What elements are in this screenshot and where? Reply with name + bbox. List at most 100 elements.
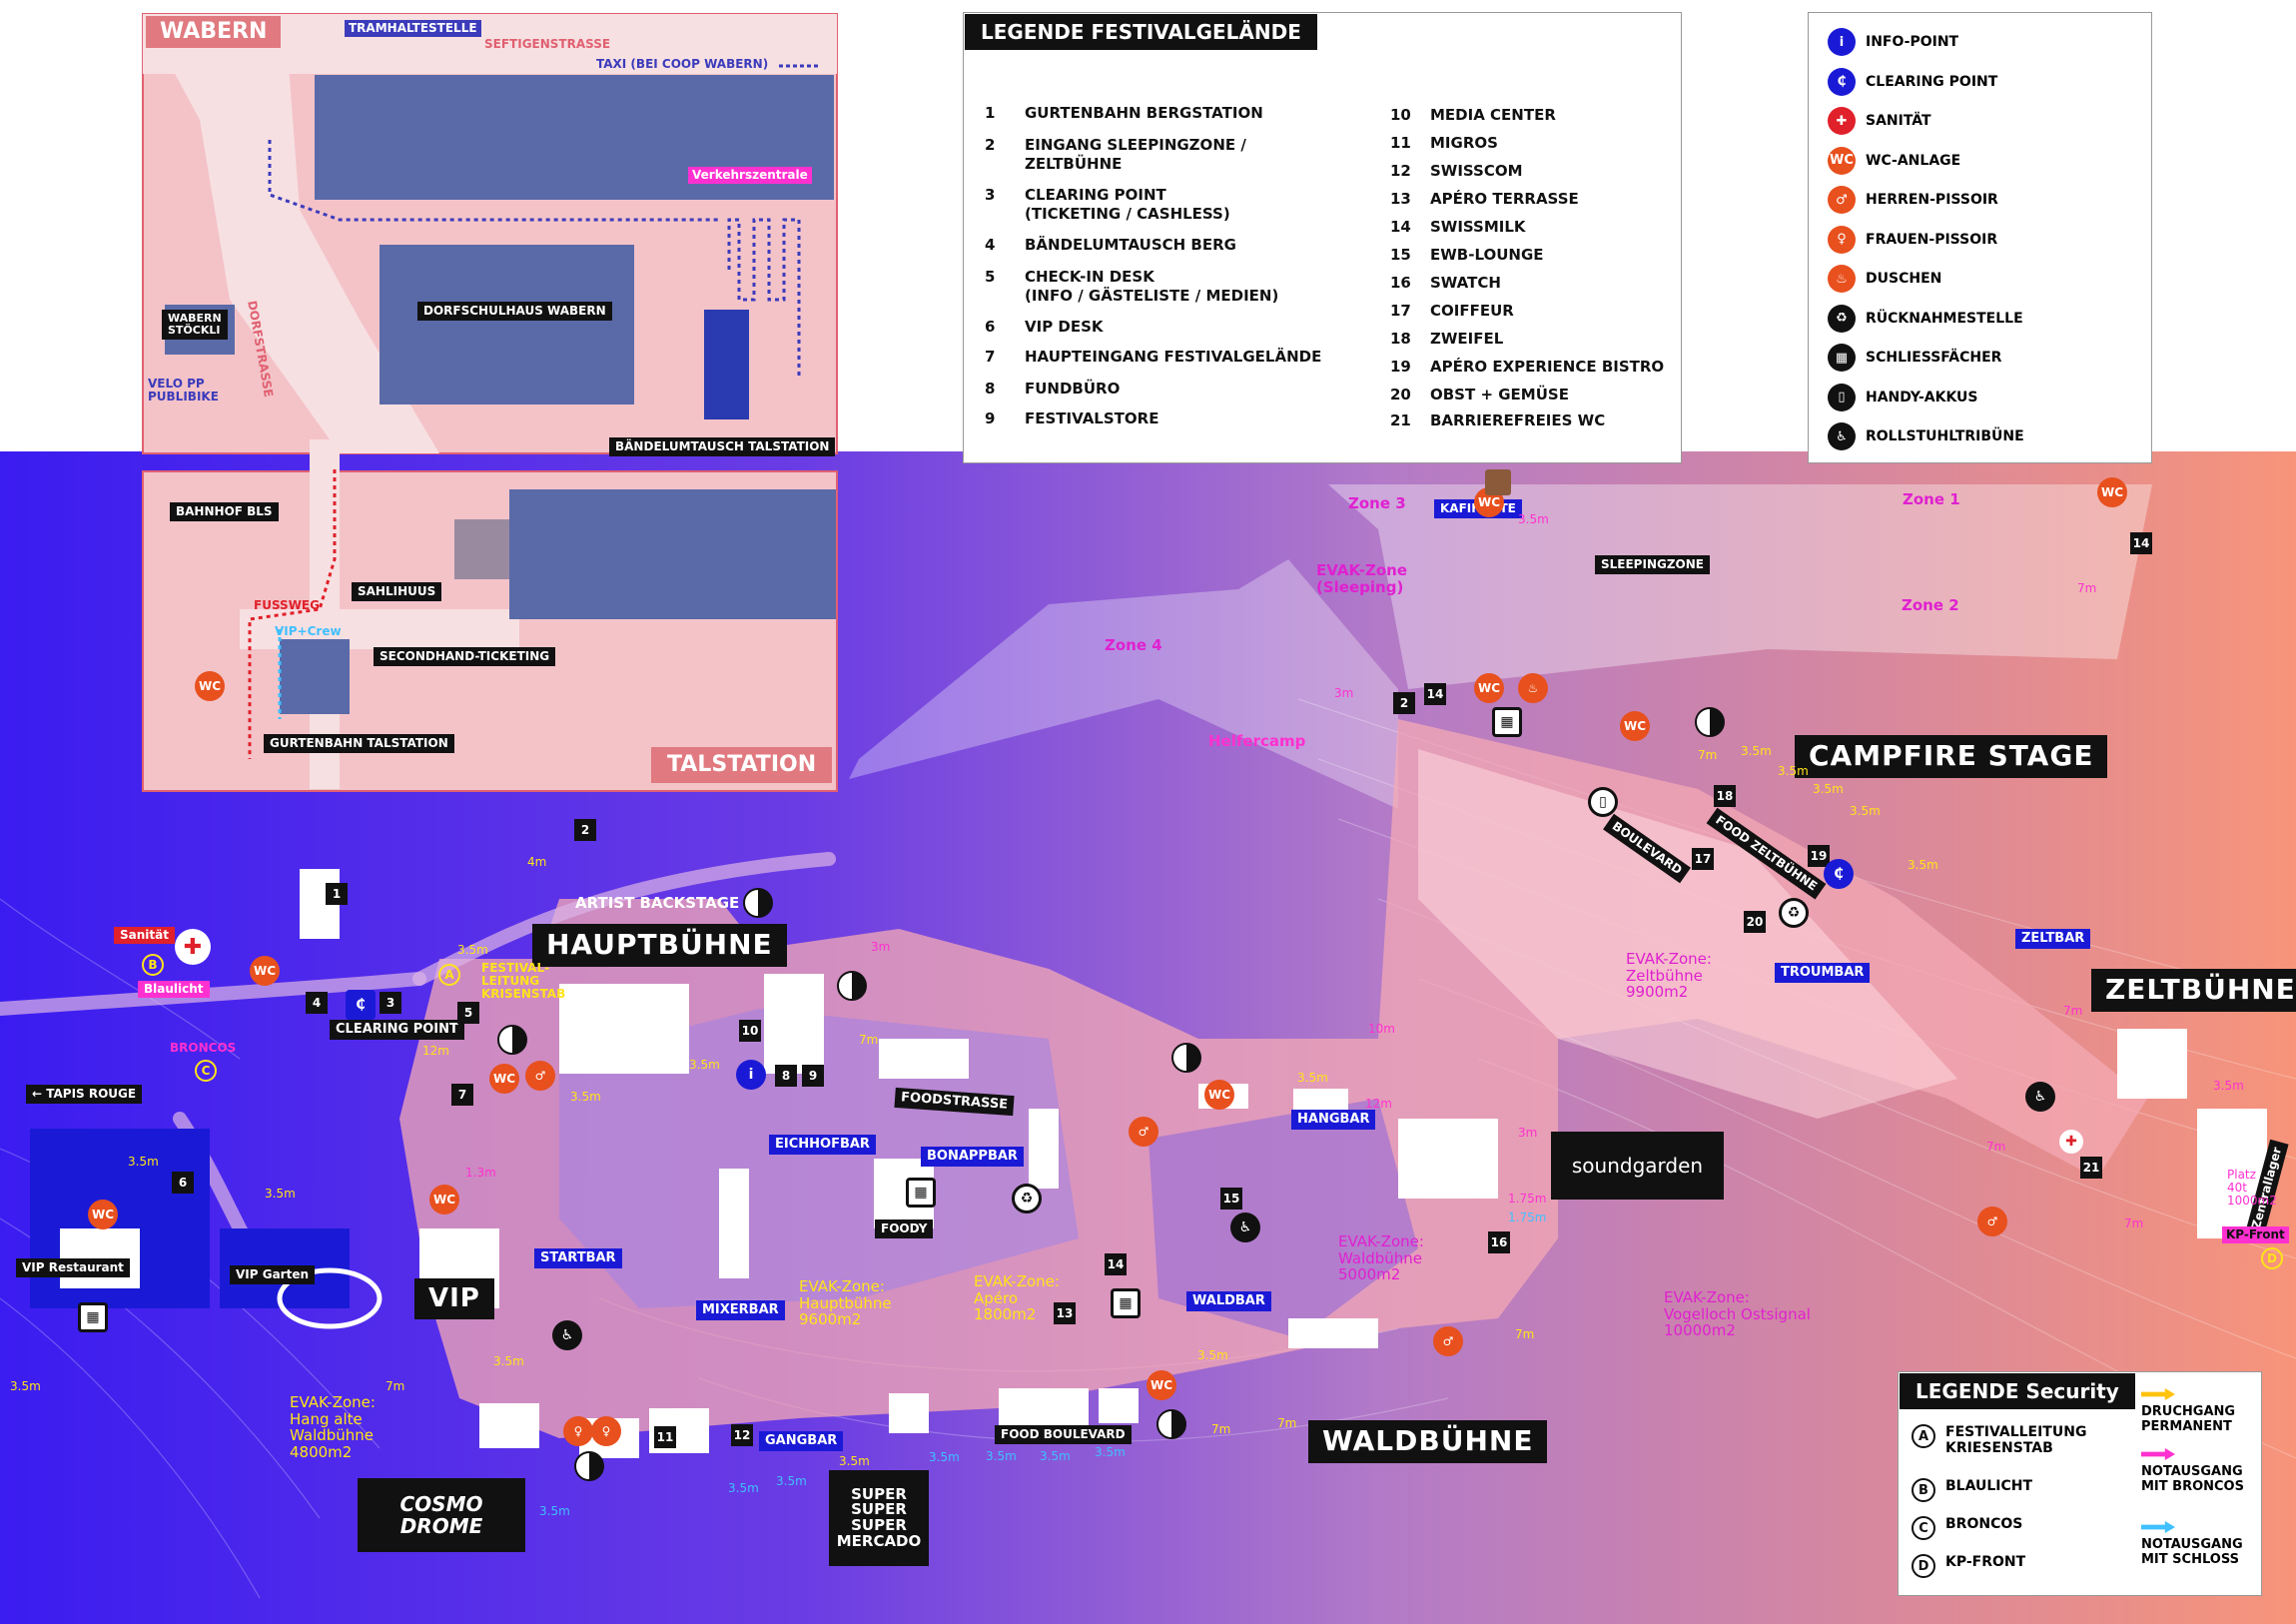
map-marker-1[interactable]: 1 <box>326 883 348 905</box>
map-marker-9[interactable]: 9 <box>802 1065 824 1087</box>
stage-waldbuehne[interactable]: WALDBÜHNE <box>1308 1420 1548 1463</box>
distance-label: 3.5m <box>1778 764 1809 778</box>
distance-label: 3.5m <box>1197 1348 1228 1362</box>
tramhaltestelle-label: TRAMHALTESTELLE <box>345 20 481 38</box>
legend-symbol-label: SANITÄT <box>1866 113 1931 129</box>
inset-wc-icon: WC <box>195 671 225 701</box>
map-marker-18[interactable]: 18 <box>1714 785 1736 807</box>
legend-item-number: 5 <box>985 268 996 286</box>
platz-label: Platz 40t 1000m2 <box>2227 1168 2277 1209</box>
rollstuhl-icon[interactable]: ♿ <box>552 1320 582 1350</box>
map-marker-17[interactable]: 17 <box>1692 848 1714 870</box>
legend-item-label: COIFFEUR <box>1430 302 1514 320</box>
legend-symbol-label: ROLLSTUHLTRIBÜNE <box>1866 428 2024 444</box>
clearing-point-icon[interactable]: ₵ <box>346 990 376 1020</box>
legend-item-number: 2 <box>985 136 996 154</box>
schliessfaecher-icon[interactable]: ▦ <box>1111 1288 1141 1318</box>
sleepingzone-area <box>1328 484 2152 689</box>
legend-item-number: 15 <box>1390 246 1411 264</box>
stage-hauptbuehne[interactable]: HAUPTBÜHNE <box>532 924 787 967</box>
map-marker-13[interactable]: 13 <box>1054 1302 1076 1324</box>
schliessfaecher-icon[interactable]: ▦ <box>78 1302 108 1332</box>
coffee-icon <box>1485 469 1511 495</box>
rollstuhl-icon[interactable]: ♿ <box>1230 1213 1260 1242</box>
clearing-point-icon[interactable]: ₵ <box>1824 859 1854 889</box>
wc-icon[interactable]: WC <box>429 1185 459 1215</box>
wc-icon[interactable]: WC <box>1620 711 1650 741</box>
map-marker-3[interactable]: 3 <box>380 992 401 1014</box>
map-marker-7[interactable]: 7 <box>451 1084 473 1106</box>
schliessfaecher-icon[interactable]: ▦ <box>906 1178 936 1208</box>
stage-supermercado[interactable]: SUPER SUPER SUPER MERCADO <box>829 1470 929 1566</box>
stage-soundgarden[interactable]: soundgarden <box>1551 1132 1724 1200</box>
wc-icon[interactable]: WC <box>1204 1080 1234 1110</box>
food-boulevard-label: FOOD BOULEVARD <box>995 1425 1132 1445</box>
stage-zeltbuehne[interactable]: ZELTBÜHNE <box>2091 969 2296 1012</box>
map-marker-2[interactable]: 2 <box>574 819 596 841</box>
verkehrszentrale-label: Verkehrszentrale <box>688 167 812 185</box>
zone-1-label: Zone 1 <box>1903 490 1960 508</box>
map-marker-16[interactable]: 16 <box>1488 1231 1510 1253</box>
security-arrow-item: NOTAUSGANG MIT SCHLOSS <box>2141 1521 2243 1567</box>
map-marker-14[interactable]: 14 <box>1424 683 1446 705</box>
herren-pissoir-icon[interactable]: ♂ <box>525 1061 555 1091</box>
info-icon[interactable]: i <box>736 1060 766 1090</box>
wc-icon[interactable]: WC <box>250 956 280 986</box>
ruecknahmestelle-icon[interactable]: ♻ <box>1012 1184 1042 1214</box>
map-marker-8[interactable]: 8 <box>775 1065 797 1087</box>
legend-symbol-label: HERREN-PISSOIR <box>1866 192 1998 208</box>
map-marker-5[interactable]: 5 <box>457 1002 479 1024</box>
distance-label: 3.5m <box>539 1504 570 1518</box>
rollstuhl-icon[interactable]: ♿ <box>2025 1082 2055 1112</box>
distance-label: 3.5m <box>929 1450 960 1464</box>
map-marker-14[interactable]: 14 <box>2130 532 2152 554</box>
herren-pissoir-icon[interactable]: ♂ <box>1129 1117 1158 1147</box>
frauen-pissoir-icon[interactable]: ♀ <box>563 1416 593 1446</box>
stage-campfire[interactable]: CAMPFIRE STAGE <box>1795 735 2108 778</box>
wc-icon[interactable]: WC <box>2097 477 2127 507</box>
distance-label: 3.5m <box>570 1090 601 1104</box>
distance-label: 12m <box>422 1044 449 1058</box>
map-marker-2[interactable]: 2 <box>1393 692 1415 714</box>
wc-icon[interactable]: WC <box>1474 673 1504 703</box>
distance-label: 3.5m <box>728 1481 759 1495</box>
distance-label: 3.5m <box>265 1187 296 1201</box>
security-d-icon: D <box>2261 1247 2283 1269</box>
map-marker-21[interactable]: 21 <box>2080 1157 2102 1179</box>
info-icon: i <box>1828 28 1856 56</box>
sanitaet-icon[interactable]: ✚ <box>175 929 211 965</box>
legend-item-number: 1 <box>985 104 996 122</box>
duschen-icon[interactable]: ♨ <box>1518 673 1548 703</box>
map-marker-11[interactable]: 11 <box>654 1426 676 1448</box>
map-marker-6[interactable]: 6 <box>172 1172 194 1194</box>
schliessfaecher-icon[interactable]: ▦ <box>1492 707 1522 737</box>
distance-label: 3.5m <box>776 1474 807 1488</box>
tapis-rouge-link[interactable]: ← TAPIS ROUGE <box>26 1085 143 1105</box>
security-arrow-item: DRUCHGANG PERMANENT <box>2141 1388 2235 1434</box>
handy-akkus-icon[interactable]: ▯ <box>1588 787 1618 817</box>
stage-vip[interactable]: VIP <box>414 1278 494 1319</box>
herren-pissoir-icon[interactable]: ♂ <box>1433 1326 1463 1356</box>
kp-front-label: KP-Front <box>2222 1226 2289 1244</box>
map-marker-4[interactable]: 4 <box>306 992 328 1014</box>
distance-label: 3.5m <box>689 1058 720 1072</box>
ruecknahmestelle-icon[interactable]: ♻ <box>1779 898 1809 928</box>
wc-icon[interactable]: WC <box>489 1064 519 1094</box>
map-marker-14[interactable]: 14 <box>1105 1253 1127 1275</box>
map-marker-15[interactable]: 15 <box>1220 1188 1242 1210</box>
wc-icon[interactable]: WC <box>1147 1370 1176 1400</box>
frauen-pissoir-icon[interactable]: ♀ <box>591 1416 621 1446</box>
sanitaet-icon[interactable]: ✚ <box>2059 1130 2083 1154</box>
stage-cosmodrome[interactable]: COSMO DROME <box>358 1478 525 1552</box>
herren-pissoir-icon[interactable]: ♂ <box>1977 1207 2007 1236</box>
legend-item-label: APÉRO TERRASSE <box>1430 190 1579 208</box>
map-marker-20[interactable]: 20 <box>1744 911 1766 933</box>
security-a-icon: A <box>438 964 460 986</box>
wc-icon[interactable]: WC <box>88 1200 118 1229</box>
map-marker-12[interactable]: 12 <box>731 1424 753 1446</box>
distance-label: 3m <box>1518 1126 1538 1140</box>
map-marker-10[interactable]: 10 <box>739 1020 761 1042</box>
map-marker-19[interactable]: 19 <box>1808 845 1830 867</box>
